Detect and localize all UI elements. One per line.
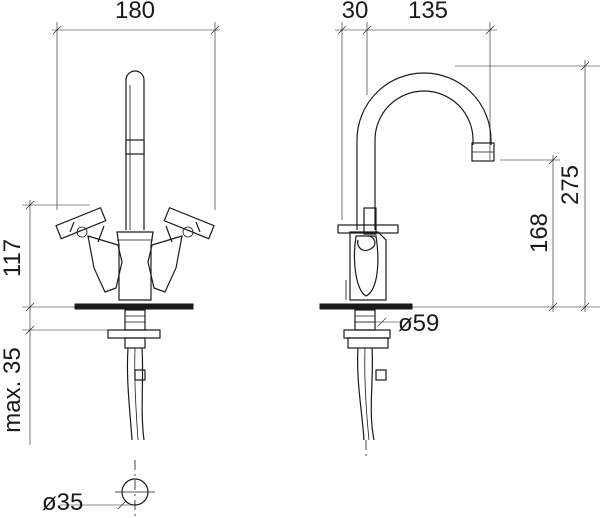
dimension-30-135: 30 135 bbox=[335, 0, 497, 220]
diameter-59-label: ø59 bbox=[398, 310, 439, 337]
side-body bbox=[337, 207, 399, 301]
diameter-35-label: ø35 bbox=[42, 489, 83, 516]
front-view: 180 117 max. 35 bbox=[0, 0, 220, 518]
side-view: 30 135 275 168 bbox=[319, 0, 600, 460]
height-168-label: 168 bbox=[526, 213, 553, 253]
dimension-max-35: max. 35 bbox=[0, 312, 115, 445]
right-cross-handle bbox=[147, 206, 215, 293]
hole-diameter-35: ø35 bbox=[42, 478, 155, 516]
dimension-168: 168 bbox=[412, 155, 600, 312]
left-cross-handle bbox=[55, 206, 123, 293]
side-gooseneck-spout bbox=[356, 72, 495, 230]
height-117-label: 117 bbox=[0, 239, 26, 277]
reach-135-label: 135 bbox=[408, 0, 448, 24]
max-35-label: max. 35 bbox=[0, 347, 26, 432]
front-spout bbox=[125, 70, 145, 230]
height-275-label: 275 bbox=[557, 165, 584, 205]
offset-30-label: 30 bbox=[342, 0, 369, 24]
front-deck-plate bbox=[74, 303, 194, 310]
dimension-275: 275 bbox=[455, 60, 600, 312]
side-deck-plate bbox=[319, 303, 413, 310]
front-underside-fittings bbox=[107, 309, 161, 441]
side-underside-fittings bbox=[343, 309, 391, 441]
front-body bbox=[116, 231, 154, 301]
dimension-180: 180 bbox=[52, 0, 220, 210]
width-180-label: 180 bbox=[115, 0, 155, 24]
dimension-117: 117 bbox=[0, 200, 90, 312]
base-diameter-59: ø59 bbox=[354, 310, 439, 337]
